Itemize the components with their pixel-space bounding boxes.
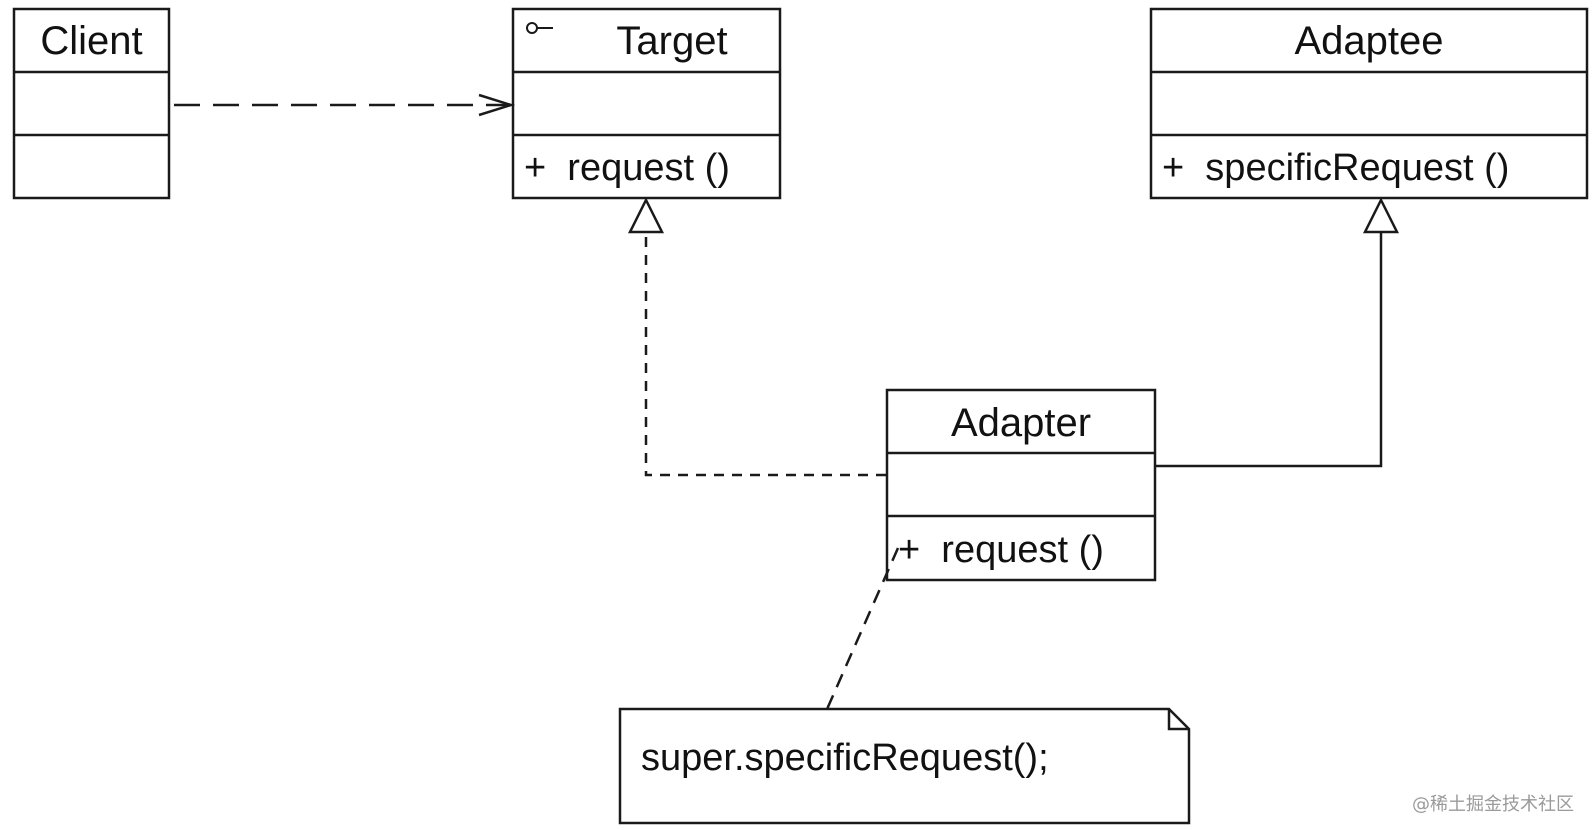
adapter-operation: + request ()	[898, 529, 1104, 571]
adaptee-operation: + specificRequest ()	[1162, 147, 1509, 189]
class-adapter-name: Adapter	[951, 401, 1091, 445]
hollow-triangle-arrowhead	[627, 197, 665, 234]
note-box[interactable]: super.specificRequest();	[618, 707, 1191, 825]
dependency-client-target	[174, 93, 516, 117]
realization-adapter-target	[627, 197, 886, 477]
open-arrowhead	[478, 93, 516, 117]
class-adaptee-name: Adaptee	[1294, 19, 1443, 63]
class-adapter[interactable]: Adapter + request ()	[885, 388, 1157, 582]
target-operation: + request ()	[524, 147, 730, 189]
note-anchor-line	[822, 547, 900, 717]
class-client[interactable]: Client	[12, 7, 171, 200]
watermark-text: @稀土掘金技术社区	[1412, 794, 1574, 815]
class-target[interactable]: Target + request ()	[511, 7, 782, 200]
class-client-name: Client	[40, 19, 142, 63]
hollow-triangle-arrowhead	[1362, 197, 1400, 234]
class-adaptee[interactable]: Adaptee + specificRequest ()	[1149, 7, 1589, 200]
generalization-adapter-adaptee	[1156, 197, 1400, 468]
class-target-name: Target	[616, 19, 727, 63]
interface-icon	[526, 22, 553, 34]
note-text: super.specificRequest();	[641, 737, 1049, 779]
